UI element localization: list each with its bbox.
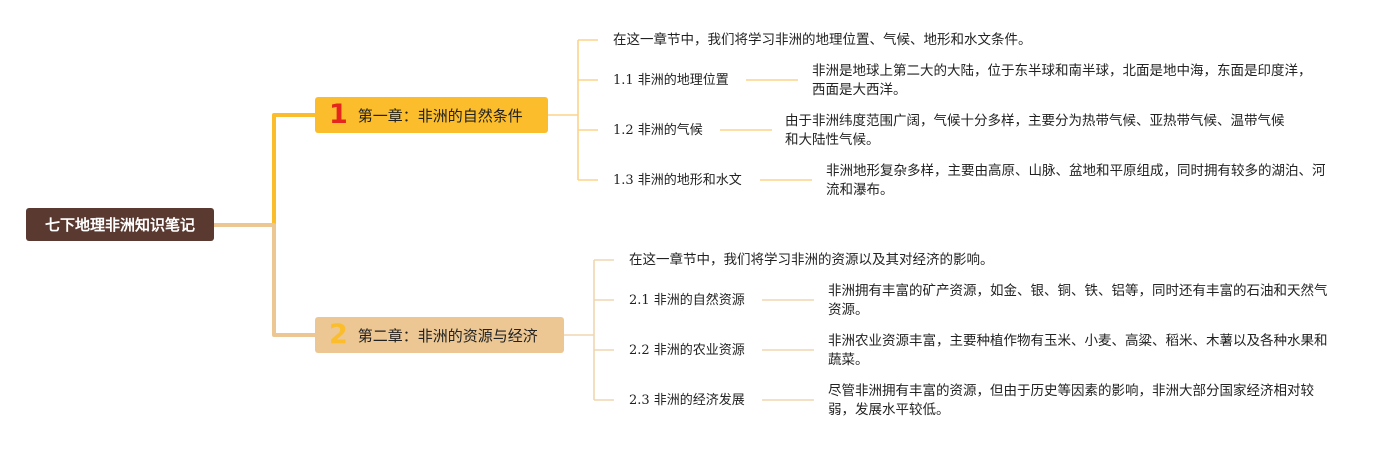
chapter-2-label: 第二章：非洲的资源与经济 xyxy=(357,326,538,345)
chapter-2-number: 2 xyxy=(329,318,348,350)
section-1-3-desc[interactable]: 非洲地形复杂多样，主要由高原、山脉、盆地和平原组成，同时拥有较多的湖泊、河流和瀑… xyxy=(826,163,1326,198)
section-2-1-node[interactable]: 2.1 非洲的自然资源 xyxy=(629,293,745,308)
section-1-2-node[interactable]: 1.2 非洲的气候 xyxy=(613,123,703,138)
chapter-2-intro[interactable]: 在这一章节中，我们将学习非洲的资源以及其对经济的影响。 xyxy=(629,252,994,268)
chapter-1-intro[interactable]: 在这一章节中，我们将学习非洲的地理位置、气候、地形和水文条件。 xyxy=(613,32,1032,48)
section-1-3-node[interactable]: 1.3 非洲的地形和水文 xyxy=(613,173,742,188)
section-2-2-desc[interactable]: 非洲农业资源丰富，主要种植作物有玉米、小麦、高粱、稻米、木薯以及各种水果和蔬菜。 xyxy=(828,333,1328,368)
section-1-2-desc[interactable]: 由于非洲纬度范围广阔，气候十分多样，主要分为热带气候、亚热带气候、温带气候和大陆… xyxy=(785,113,1285,148)
chapter-1-node[interactable]: 1 第一章：非洲的自然条件 xyxy=(315,97,548,133)
section-2-3-node[interactable]: 2.3 非洲的经济发展 xyxy=(629,393,745,408)
section-1-1-node[interactable]: 1.1 非洲的地理位置 xyxy=(613,73,729,88)
chapter-1-label: 第一章：非洲的自然条件 xyxy=(357,106,523,125)
connector-root-chapter1 xyxy=(214,113,315,227)
section-2-1-desc[interactable]: 非洲拥有丰富的矿产资源，如金、银、铜、铁、铝等，同时还有丰富的石油和天然气资源。 xyxy=(828,283,1328,318)
connector-chapter2-bracket xyxy=(564,260,595,400)
section-2-3-desc[interactable]: 尽管非洲拥有丰富的资源，但由于历史等因素的影响，非洲大部分国家经济相对较弱，发展… xyxy=(828,383,1314,418)
root-node[interactable]: 七下地理非洲知识笔记 xyxy=(26,208,214,241)
chapter-2-node[interactable]: 2 第二章：非洲的资源与经济 xyxy=(315,317,564,353)
root-label: 七下地理非洲知识笔记 xyxy=(44,216,195,234)
connector-root-chapter2 xyxy=(214,223,315,337)
section-1-1-desc[interactable]: 非洲是地球上第二大的大陆，位于东半球和南半球，北面是地中海，东面是印度洋，西面是… xyxy=(812,63,1312,98)
section-2-2-node[interactable]: 2.2 非洲的农业资源 xyxy=(629,343,745,358)
connector-chapter1-bracket xyxy=(548,40,579,180)
chapter-1-number: 1 xyxy=(329,98,348,130)
